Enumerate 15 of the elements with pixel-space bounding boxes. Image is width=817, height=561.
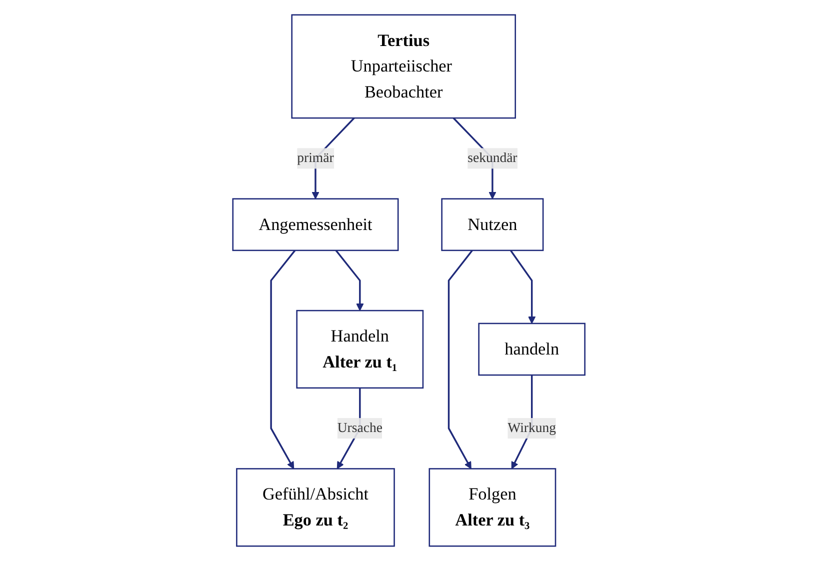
node-box: Handeln Alter zu t₁ — [296, 310, 424, 389]
edge-label: Wirkung — [507, 420, 556, 436]
node-box: Gefühl/Absicht Ego zu t₂ — [236, 468, 395, 547]
edge-label: Ursache — [337, 420, 382, 436]
arrow — [270, 250, 296, 470]
edge-label: sekundär — [467, 150, 517, 166]
node-box: Folgen Alter zu t₃ — [428, 468, 556, 547]
node-box: Angemessenheit — [232, 198, 398, 252]
node-box: Nutzen — [440, 198, 544, 252]
node-box: handeln — [478, 322, 586, 376]
edge-label: primär — [296, 150, 334, 166]
node-box: Tertius Unparteiischer Beobachter — [290, 14, 516, 119]
arrow — [448, 250, 473, 470]
arrow — [510, 250, 536, 324]
arrow — [334, 250, 364, 311]
